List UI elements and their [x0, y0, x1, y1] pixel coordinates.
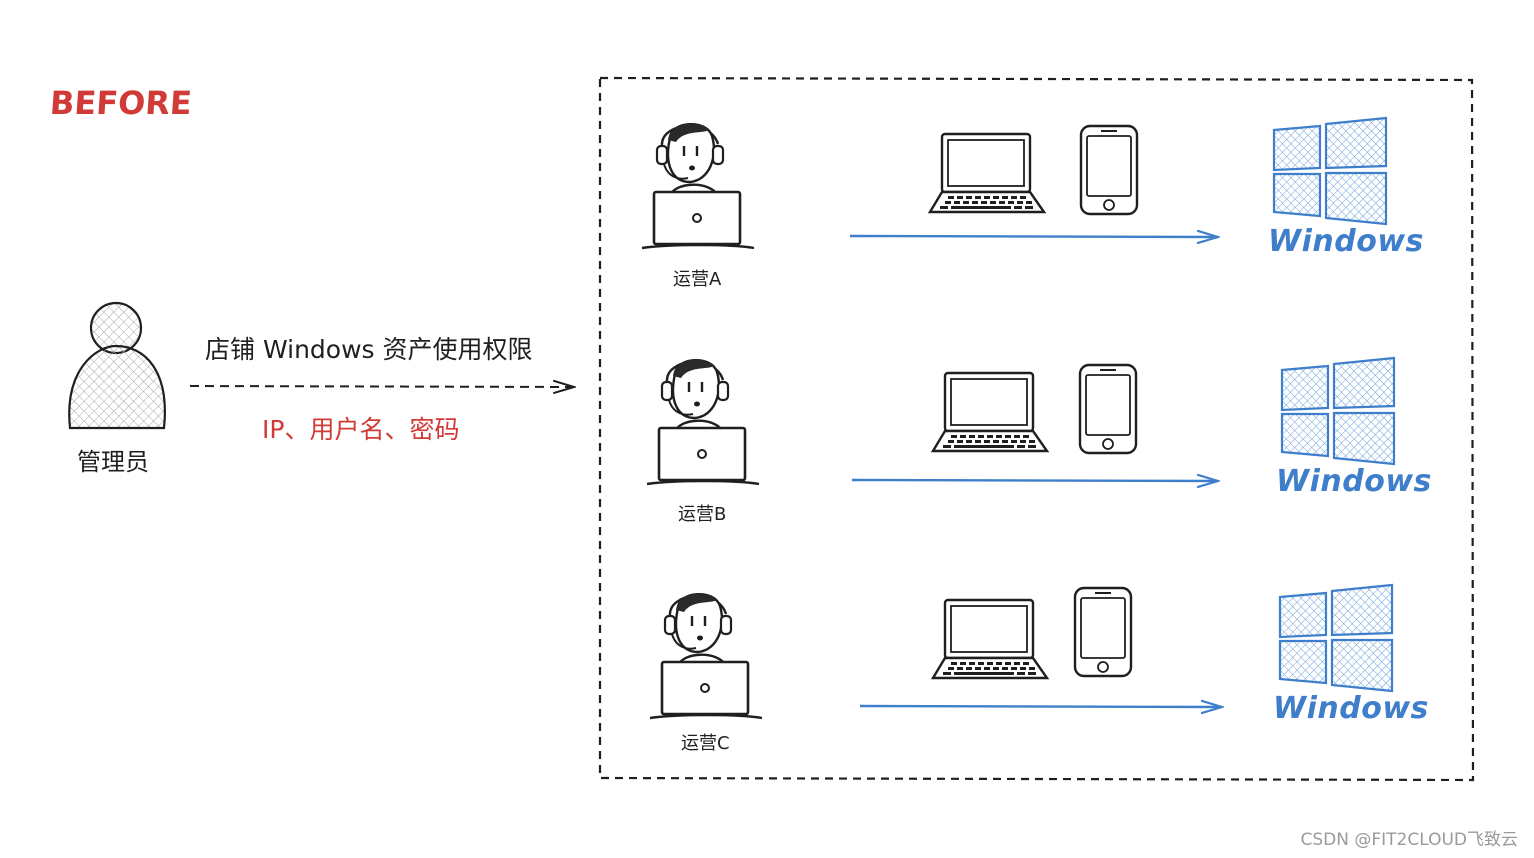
laptop-icon: [931, 598, 1049, 680]
windows-logo-icon: [1280, 356, 1396, 466]
operator-a-icon: [640, 122, 756, 250]
windows-label: Windows: [1268, 224, 1424, 259]
operator-c-icon: [648, 592, 764, 720]
windows-label: Windows: [1273, 691, 1429, 726]
windows-logo-icon: [1278, 583, 1394, 693]
access-arrow: [851, 480, 1218, 481]
admin-label: 管理员: [77, 448, 149, 476]
windows-label: Windows: [1276, 464, 1432, 499]
access-arrow: [849, 236, 1218, 237]
operator-c-label: 运营C: [681, 733, 730, 754]
phone-icon: [1073, 586, 1133, 678]
operators-container: [598, 76, 1475, 782]
admin-person-icon: [68, 301, 166, 430]
watermark: CSDN @FIT2CLOUD飞致云: [1300, 830, 1518, 850]
laptop-icon: [931, 371, 1049, 453]
before-title: BEFORE: [48, 84, 194, 122]
phone-icon: [1079, 124, 1139, 216]
phone-icon: [1078, 363, 1138, 455]
windows-logo-icon: [1272, 116, 1388, 226]
laptop-icon: [928, 132, 1046, 214]
permission-arrow: [189, 386, 574, 387]
permission-label: 店铺 Windows 资产使用权限: [205, 335, 533, 364]
access-arrow: [859, 706, 1222, 707]
operator-a-label: 运营A: [673, 269, 722, 290]
operator-b-icon: [645, 358, 761, 486]
credentials-label: IP、用户名、密码: [262, 415, 460, 444]
operator-b-label: 运营B: [678, 504, 727, 525]
